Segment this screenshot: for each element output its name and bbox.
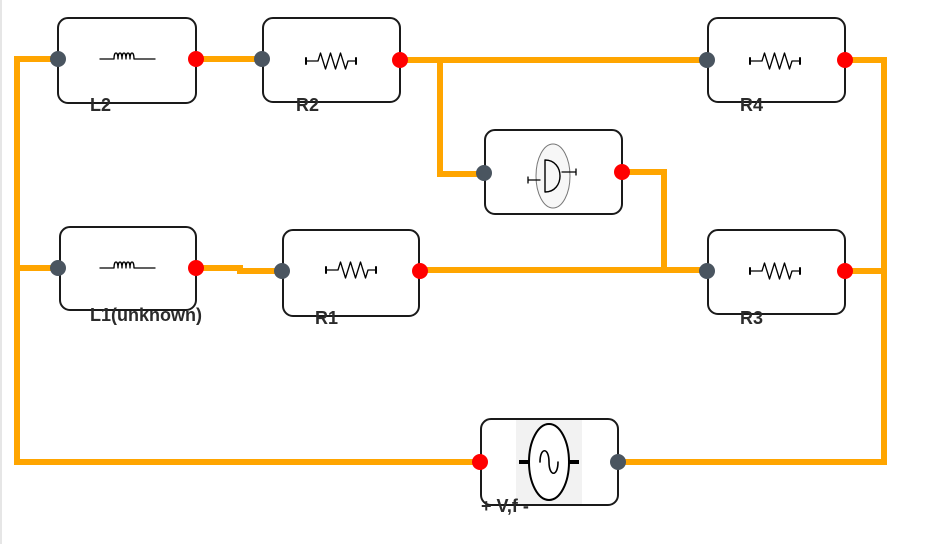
resistor-icon — [325, 261, 377, 279]
component-label: R1 — [315, 308, 338, 328]
resistor-icon — [749, 262, 801, 280]
terminal-node-positive[interactable] — [188, 260, 204, 276]
l2-box[interactable] — [57, 17, 197, 104]
wire-detector-r3 — [622, 169, 667, 272]
wire-r2-detector — [437, 60, 484, 177]
terminal-node-positive[interactable] — [614, 164, 630, 180]
component-label: L2 — [90, 95, 111, 115]
terminal-node-positive[interactable] — [837, 263, 853, 279]
terminal-node-negative[interactable] — [50, 260, 66, 276]
ac-source-icon — [516, 420, 582, 504]
component-label: L1(unknown) — [90, 305, 202, 325]
terminal-node-positive[interactable] — [472, 454, 488, 470]
terminal-node-positive[interactable] — [188, 51, 204, 67]
wire-left-rail — [14, 56, 480, 465]
r3-box[interactable] — [707, 229, 846, 315]
terminal-node-negative[interactable] — [274, 263, 290, 279]
component-label: + V,f - — [481, 496, 529, 516]
terminal-node-positive[interactable] — [412, 263, 428, 279]
terminal-node-positive[interactable] — [392, 52, 408, 68]
wire-l1-r1 — [196, 265, 282, 274]
terminal-node-negative[interactable] — [699, 263, 715, 279]
window-edge — [0, 0, 2, 544]
terminal-node-negative[interactable] — [50, 51, 66, 67]
inductor-icon — [99, 261, 156, 269]
terminal-node-positive[interactable] — [837, 52, 853, 68]
resistor-icon — [305, 52, 357, 70]
l1-box[interactable] — [59, 226, 197, 311]
terminal-node-negative[interactable] — [254, 51, 270, 67]
terminal-node-negative[interactable] — [699, 52, 715, 68]
r2-box[interactable] — [262, 17, 401, 103]
terminal-node-negative[interactable] — [610, 454, 626, 470]
component-label: R3 — [740, 308, 763, 328]
detector-icon — [527, 143, 577, 209]
inductor-icon — [99, 52, 156, 60]
resistor-icon — [749, 52, 801, 70]
wire-right-rail — [618, 57, 887, 465]
component-label: R2 — [296, 95, 319, 115]
r1-box[interactable] — [282, 229, 420, 317]
terminal-node-negative[interactable] — [476, 165, 492, 181]
component-label: R4 — [740, 95, 763, 115]
